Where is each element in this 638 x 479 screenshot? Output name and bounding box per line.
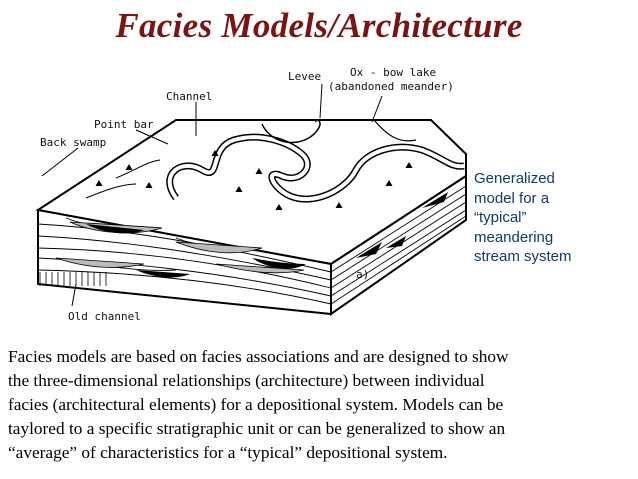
side-clay-lenses (356, 192, 448, 258)
label-abandoned-meander: (abandoned meander) (328, 80, 454, 93)
body-line: Facies models are based on facies associ… (8, 347, 509, 366)
meander-channel (85, 119, 465, 203)
body-line: “average” of characteristics for a “typi… (8, 443, 448, 462)
caption-line: model for a (474, 189, 550, 207)
body-line: the three-dimensional relationships (arc… (8, 371, 485, 390)
body-line: taylored to a specific stratigraphic uni… (8, 419, 506, 438)
caption-line: stream system (474, 248, 572, 265)
caption-line: “typical” (474, 209, 527, 226)
clay-plugs (86, 224, 306, 278)
label-back-swamp: Back swamp (40, 136, 106, 149)
base-hatching (39, 272, 107, 286)
body-line: facies (architectural elements) for a de… (8, 395, 504, 414)
vegetation-marks (95, 150, 413, 211)
caption-line: Generalized (474, 170, 555, 187)
leader-lines (41, 83, 383, 307)
label-old-channel: Old channel (68, 310, 141, 323)
label-channel: Channel (166, 90, 212, 103)
label-oxbow-lake: Ox - bow lake (350, 66, 436, 79)
body-paragraph: Facies models are based on facies associ… (8, 345, 632, 465)
diagram-caption: Generalized model for a “typical” meande… (474, 169, 614, 267)
caption-line: meandering (474, 228, 554, 246)
meandering-stream-block-diagram: Levee Ox - bow lake (abandoned meander) … (35, 66, 467, 323)
label-panel-a: a) (356, 268, 369, 281)
label-point-bar: Point bar (94, 118, 154, 131)
label-levee: Levee (288, 70, 321, 83)
slide-title: Facies Models/Architecture (115, 6, 523, 45)
